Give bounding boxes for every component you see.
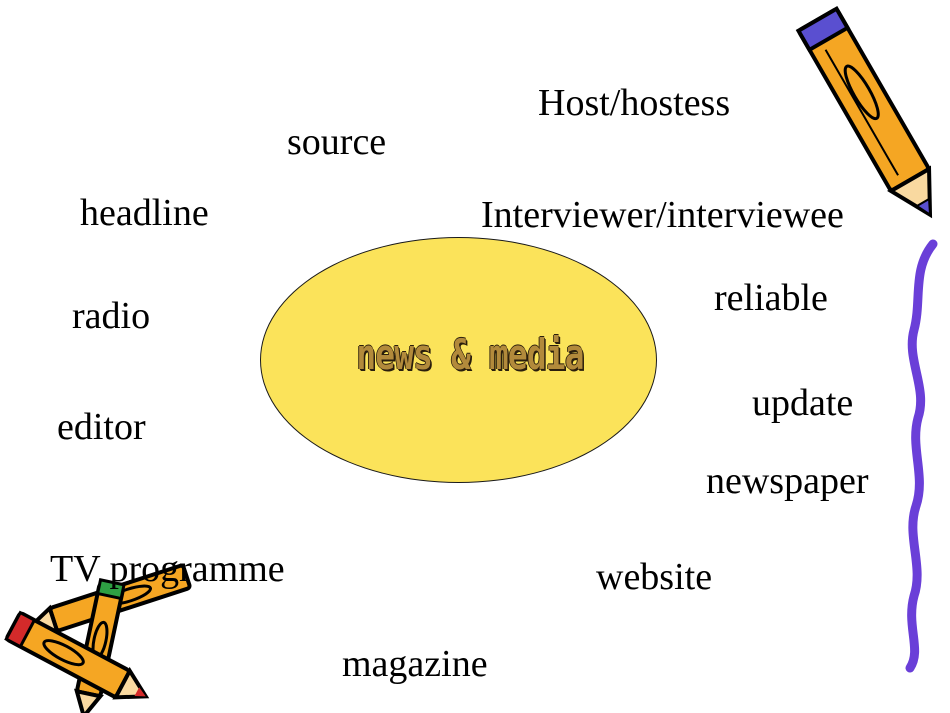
word-editor: editor [57,406,146,448]
word-host-hostess: Host/hostess [538,82,731,124]
pencil-icon [795,6,933,219]
word-radio: radio [72,295,151,337]
word-reliable: reliable [714,277,828,319]
squiggle-line [905,239,938,673]
word-tv-programme: TV programme [50,548,285,590]
center-ellipse [260,237,657,483]
word-update: update [752,382,854,424]
crossed-pencils-icon [4,563,192,713]
center-title: news & media [356,330,584,379]
word-interviewer: Interviewer/interviewee [481,194,844,236]
word-magazine: magazine [342,643,488,685]
word-headline: headline [80,192,209,234]
word-website: website [596,556,713,598]
word-source: source [287,121,387,163]
word-newspaper: newspaper [706,460,869,502]
